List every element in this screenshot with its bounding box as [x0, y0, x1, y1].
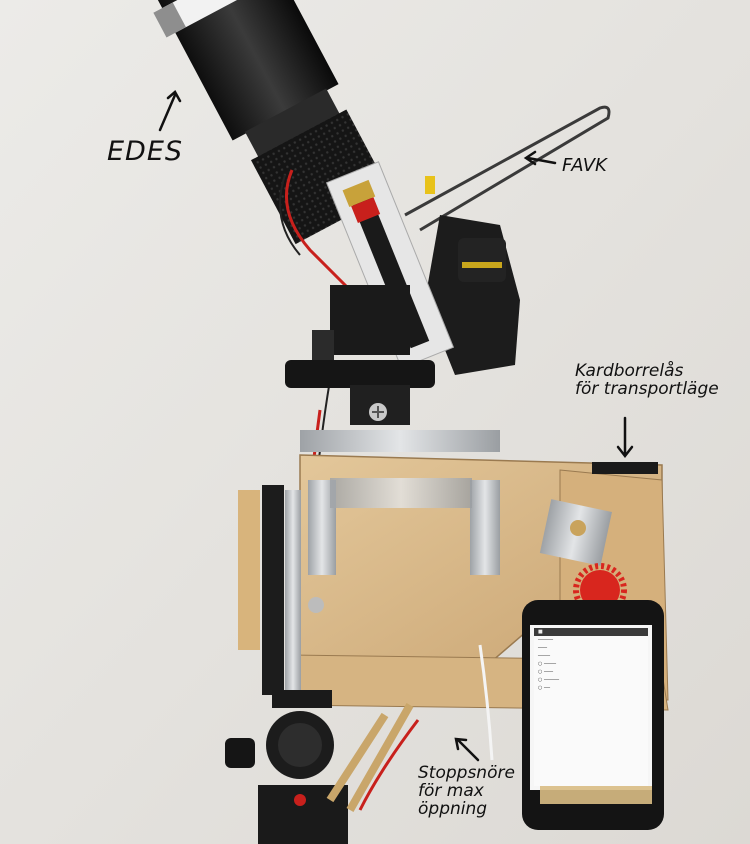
- stop-cord: [478, 644, 494, 761]
- label-line: öppning: [418, 798, 488, 819]
- alu-brackets: [308, 478, 500, 575]
- phone-row: ───: [538, 645, 548, 651]
- label-line: Stoppsnöre: [418, 763, 515, 783]
- phone-row: ○ ─────: [538, 677, 560, 683]
- alu-top-strip: [300, 430, 500, 452]
- phone-row: ─────: [538, 637, 554, 643]
- arrow-icon: [158, 90, 634, 762]
- left-mechanism: [238, 485, 324, 695]
- wooden-rods: [326, 703, 414, 812]
- velcro-strap: [592, 462, 658, 474]
- phone-row: ────: [538, 653, 551, 659]
- favk-wire: [404, 105, 611, 232]
- label-line: Kardborrelås: [575, 361, 684, 381]
- label-line: för transportläge: [575, 378, 719, 399]
- label-line: för max: [418, 780, 484, 801]
- phone-row: ○ ──: [538, 685, 550, 691]
- mount-head: [285, 285, 435, 425]
- phone-app-bar: ■: [534, 628, 648, 636]
- label-favk: FAVK: [562, 155, 607, 176]
- label-stoppsnore: Stoppsnöre för max öppning: [418, 763, 515, 819]
- phone-row: ○ ───: [538, 669, 553, 675]
- label-kardborrelas: Kardborrelås för transportläge: [575, 361, 719, 399]
- label-edes: EDES: [107, 136, 184, 167]
- phone-row: ○ ────: [538, 661, 556, 667]
- telescope-tube: [124, 0, 391, 245]
- phone-screen: ■ ───── ─── ──── ○ ──── ○ ─── ○ ───── ○ …: [534, 628, 648, 786]
